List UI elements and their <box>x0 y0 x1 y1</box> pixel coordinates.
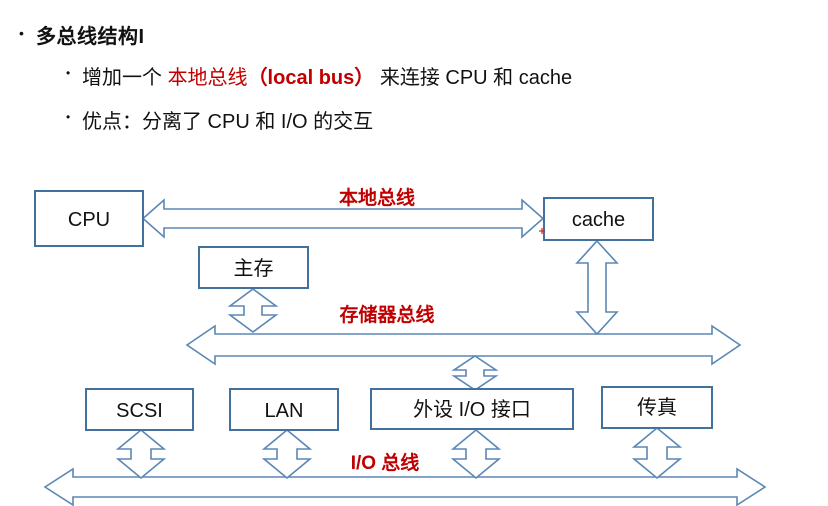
cpu-box-label: CPU <box>68 209 110 231</box>
lan-box <box>229 388 339 431</box>
bullet2-prefix: 增加一个 <box>82 67 168 89</box>
cache-box-label: cache <box>572 209 625 231</box>
fax-to-iobus-arrow <box>631 426 683 480</box>
lan-to-iobus-arrow <box>261 428 313 480</box>
main-memory-box-label: 主存 <box>234 257 274 280</box>
bullet2-line: 增加一个 本地总线（local bus） 来连接 CPU 和 cache <box>82 61 572 90</box>
bullet2-red-bold-text: （local bus） <box>247 67 375 89</box>
scsi-box <box>85 388 194 431</box>
scsi-to-iobus-arrow <box>115 428 167 480</box>
slide-title: 多总线结构I <box>36 26 145 48</box>
local-bus-label: 本地总线 <box>339 186 415 209</box>
stray-red-mark <box>539 228 545 234</box>
peripheral-io-box-label: 外设 I/O 接口 <box>413 398 531 421</box>
main-memory-box <box>198 246 309 289</box>
bullet2-marker: • <box>66 66 71 80</box>
bullet3-text: 优点：分离了 CPU 和 I/O 的交互 <box>82 111 374 133</box>
peripheral-to-iobus-arrow <box>450 428 502 480</box>
bullet2-suffix: 来连接 CPU 和 cache <box>374 67 573 89</box>
fax-box-label: 传真 <box>637 396 677 419</box>
bullet3-marker: • <box>66 110 71 124</box>
membus-to-peripheral-arrow <box>451 355 499 391</box>
bullet2-red-text: 本地总线 <box>167 67 248 89</box>
fax-box <box>601 386 713 429</box>
memory-bus-label: 存储器总线 <box>339 303 434 326</box>
mainmem-to-membus-arrow <box>227 288 279 333</box>
io-bus-label: I/O 总线 <box>351 451 420 474</box>
cache-to-membus-arrow <box>575 239 619 336</box>
title-bullet-marker: • <box>19 25 24 41</box>
memory-bus-arrow <box>185 324 742 366</box>
peripheral-io-box <box>370 388 574 430</box>
cpu-box <box>34 190 144 247</box>
lan-box-label: LAN <box>265 400 304 422</box>
cache-box <box>543 197 654 241</box>
io-bus-arrow <box>43 467 767 506</box>
scsi-box-label: SCSI <box>116 400 163 422</box>
